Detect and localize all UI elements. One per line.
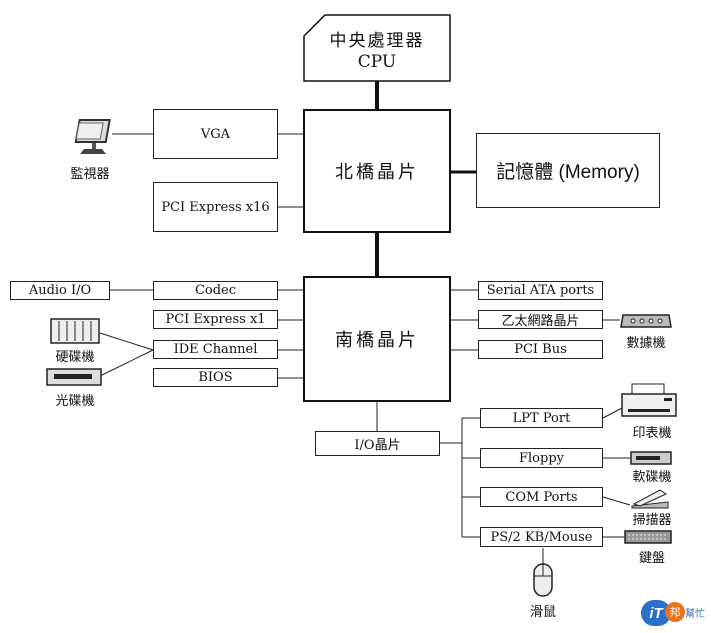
scanner-link [602,496,631,506]
printer-label: 印表機 [632,426,672,441]
logo-sub: 邦 [665,602,685,622]
vga-box: VGA [153,109,278,159]
keyboard-label: 鍵盤 [638,551,665,566]
ps2-box: PS/2 KB/Mouse [480,527,603,547]
floppy-box: Floppy [480,448,603,468]
printer-icon [621,383,677,417]
scanner-label: 掃描器 [632,513,672,528]
floppy-drive-label: 軟碟機 [632,470,672,485]
cpu-label-zh: 中央處理器 [329,31,425,51]
com-ports-box: COM Ports [480,487,603,507]
cpu-label-en: CPU [357,52,397,72]
printer-link [602,407,623,419]
hdd-icon [50,318,100,344]
ethernet-box: 乙太網路晶片 [478,310,603,329]
monitor-icon [74,119,111,154]
mouse-label: 滑鼠 [529,605,556,620]
keyboard-icon [624,530,672,544]
bios-box: BIOS [153,368,278,387]
optical-link [99,349,154,377]
memory-block: 記憶體 (Memory) [476,133,660,208]
lpt-port-box: LPT Port [480,408,603,428]
pcie1-box: PCI Express x1 [153,310,278,329]
hdd-link [99,332,154,351]
audio-io-box: Audio I/O [10,281,110,300]
io-chip-box: I/O晶片 [315,431,440,456]
floppy-drive-icon [630,451,672,465]
mouse-icon [533,563,553,597]
ide-channel-box: IDE Channel [153,340,278,359]
pcie16-box: PCI Express x16 [153,182,278,232]
modem-label: 數據機 [626,336,666,351]
monitor-label: 監視器 [70,167,110,182]
sata-box: Serial ATA ports [478,281,603,300]
modem-icon [620,314,672,328]
optical-label: 光碟機 [55,394,95,409]
hdd-label: 硬碟機 [55,350,95,365]
optical-drive-icon [46,368,102,386]
ithome-logo: iT 邦 幫忙 [641,600,705,626]
codec-box: Codec [153,281,278,300]
southbridge-chip: 南橋晶片 [303,276,451,402]
scanner-icon [631,489,669,509]
cpu-block: 中央處理器 CPU [303,14,451,82]
logo-tag: 幫忙 [685,609,705,620]
pci-bus-box: PCI Bus [478,340,603,359]
northbridge-chip: 北橋晶片 [303,109,451,233]
